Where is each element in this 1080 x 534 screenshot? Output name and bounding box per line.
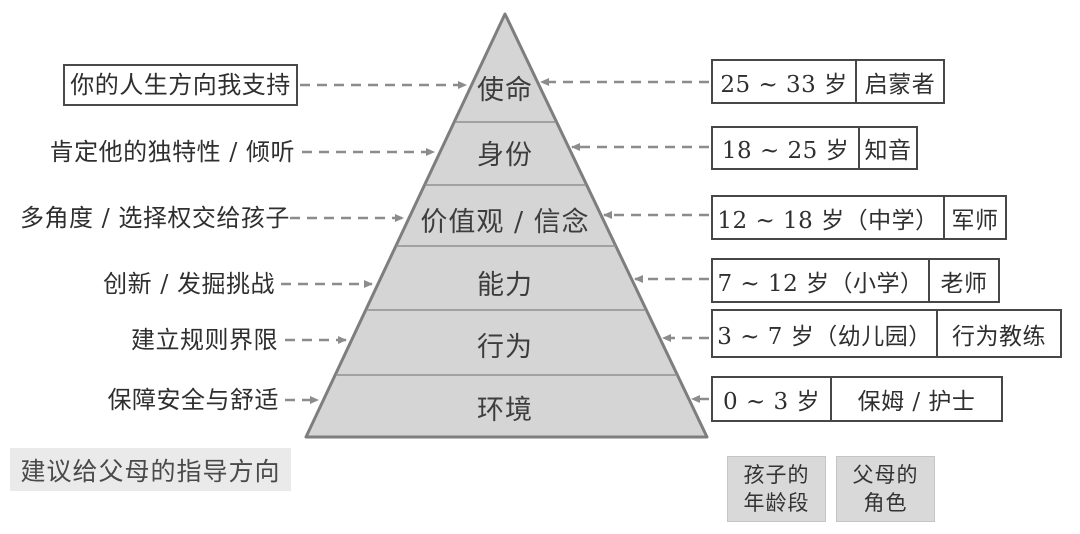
pyramid-level-values-beliefs: 价值观 / 信念 (420, 207, 590, 238)
legend-parent-role-line2: 角色 (863, 491, 908, 515)
guidance-label-mission: 你的人生方向我支持 (63, 64, 298, 106)
legend-child-age: 孩子的 年龄段 (727, 456, 826, 522)
pyramid-level-identity: 身份 (477, 140, 533, 171)
guidance-label-values: 多角度 / 选择权交给孩子 (20, 204, 290, 232)
legend-child-age-line1: 孩子的 (743, 462, 810, 487)
pyramid-shape (304, 12, 709, 439)
parent-role-cell: 行为教练 (952, 323, 1046, 350)
parent-role-cell: 启蒙者 (864, 71, 936, 98)
age-range-cell: 25 ~ 33 岁 (713, 61, 857, 102)
age-range-cell: 3 ~ 7 岁（幼儿园） (713, 311, 938, 356)
left-arrows (281, 81, 467, 404)
legend-parent-role-line1: 父母的 (852, 462, 919, 487)
pyramid-level-behavior: 行为 (477, 332, 533, 363)
stage-box-25-33: 25 ~ 33 岁 启蒙者 (711, 59, 945, 104)
pyramid-level-capability: 能力 (477, 270, 533, 301)
age-range-cell: 18 ~ 25 岁 (713, 128, 860, 168)
pyramid-dividers (336, 121, 677, 376)
stage-box-7-12: 7 ~ 12 岁（小学） 老师 (711, 258, 1000, 303)
guidance-label-capability: 创新 / 发掘挑战 (103, 270, 275, 298)
stage-box-3-7: 3 ~ 7 岁（幼儿园） 行为教练 (711, 309, 1062, 358)
age-range-cell: 12 ~ 18 岁（中学） (713, 197, 945, 238)
age-range-cell: 0 ~ 3 岁 (713, 378, 832, 420)
parent-role-cell: 知音 (864, 138, 912, 164)
pyramid-level-environment: 环境 (477, 395, 533, 426)
parent-role-cell: 老师 (940, 270, 988, 297)
right-arrows (540, 78, 709, 403)
pyramid-level-mission: 使命 (477, 75, 533, 106)
guidance-legend-banner: 建议给父母的指导方向 (10, 448, 291, 491)
parent-role-cell: 军师 (951, 207, 999, 234)
guidance-label-identity: 肯定他的独特性 / 倾听 (49, 138, 295, 166)
legend-parent-role: 父母的 角色 (836, 456, 935, 522)
legend-child-age-line2: 年龄段 (743, 491, 810, 515)
stage-box-12-18: 12 ~ 18 岁（中学） 军师 (711, 195, 1007, 240)
stage-box-18-25: 18 ~ 25 岁 知音 (711, 126, 918, 170)
parent-role-cell: 保姆 / 护士 (857, 389, 976, 415)
stage-box-0-3: 0 ~ 3 岁 保姆 / 护士 (711, 376, 1003, 422)
age-range-cell: 7 ~ 12 岁（小学） (713, 260, 930, 301)
guidance-label-behavior: 建立规则界限 (131, 326, 278, 354)
guidance-label-environment: 保障安全与舒适 (107, 386, 279, 414)
